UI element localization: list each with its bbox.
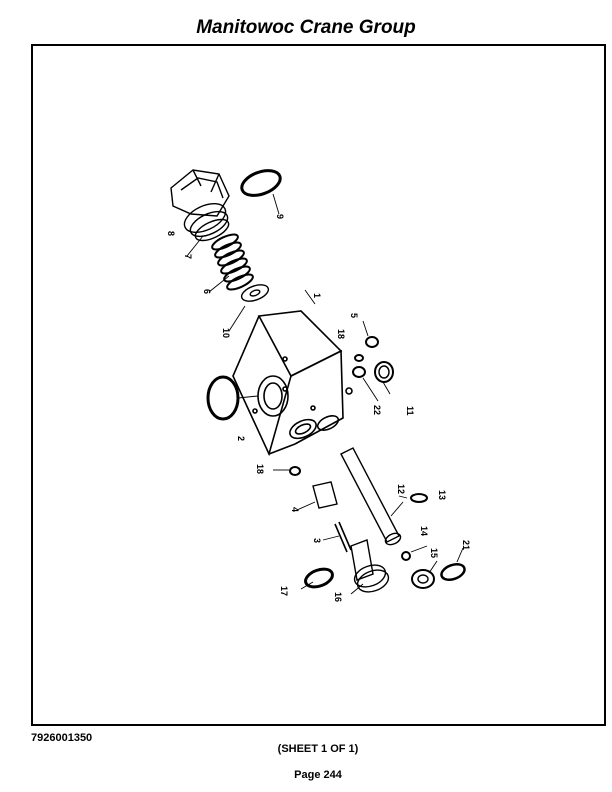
callout-10: 10 [221,328,231,338]
hex-cap-part [170,169,230,217]
plug-part [350,539,390,593]
spool-part [340,447,402,546]
callout-8: 8 [166,231,176,236]
callout-7: 7 [183,254,193,259]
callout-9: 9 [275,214,285,219]
page-number: Page 244 [294,769,342,781]
sheet-indicator: (SHEET 1 OF 1) [277,743,359,755]
large-o-ring-part [206,375,240,421]
callout-6: 6 [202,289,212,294]
callout-21: 21 [461,540,471,550]
page-title: Manitowoc Crane Group [196,17,416,38]
callout-22: 22 [372,405,382,415]
callout-2: 2 [236,436,246,441]
diagram-frame: 1 2 3 4 5 6 7 8 9 10 11 12 13 14 15 16 1… [31,44,606,726]
callout-13: 13 [437,490,447,500]
callout-18-upper: 18 [336,329,346,339]
callout-3: 3 [312,538,322,543]
part-number: 7926001350 [31,732,93,744]
callout-16: 16 [333,592,343,602]
exploded-parts-diagram: 1 2 3 4 5 6 7 8 9 10 11 12 13 14 15 16 1… [166,169,471,602]
callout-11: 11 [405,406,415,416]
spring-part [211,233,254,291]
callout-4: 4 [290,507,300,512]
threaded-body-part [183,202,230,242]
sleeve-part [312,481,338,509]
o-ring-part [240,169,282,197]
callout-18-lower: 18 [255,464,265,474]
callout-17: 17 [279,586,289,596]
washer-part [240,284,270,302]
callout-14: 14 [419,526,429,536]
valve-body-block [232,310,353,457]
callout-12: 12 [396,484,406,494]
callout-15: 15 [429,548,439,558]
callout-1: 1 [312,293,322,298]
callout-5: 5 [349,313,359,318]
